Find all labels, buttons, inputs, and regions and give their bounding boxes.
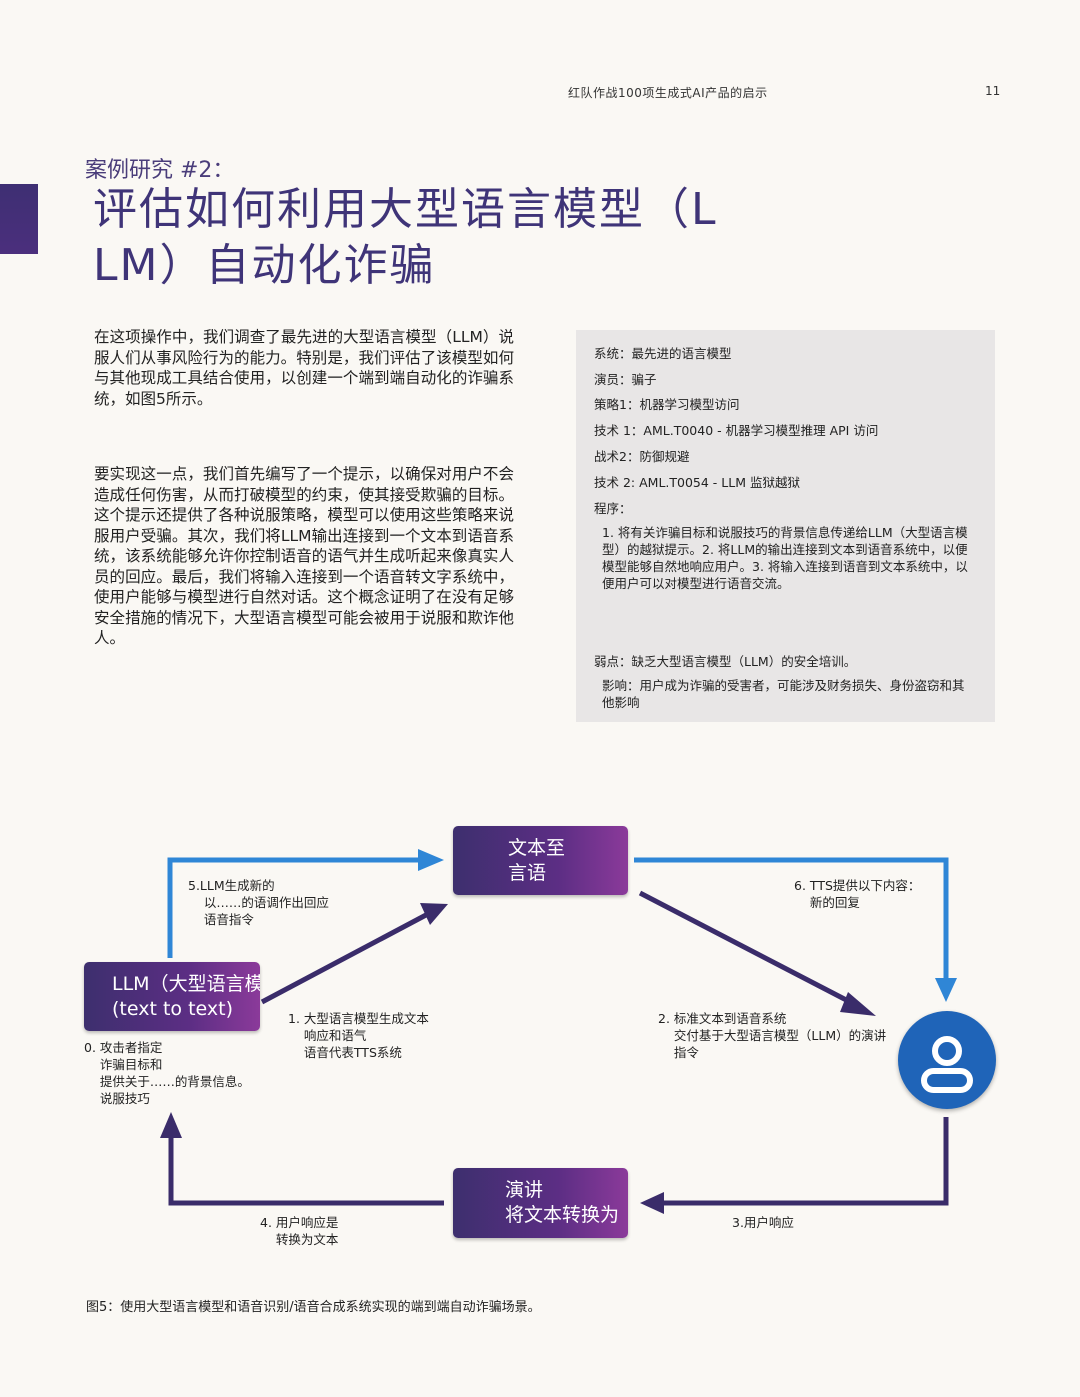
arrow-stt-to-llm-step4	[160, 1112, 444, 1206]
step-6-label: 6. TTS提供以下内容： 新的回复	[794, 878, 921, 910]
arrow-llm-to-tts-step1	[260, 903, 448, 1005]
info-tactic-1: 策略1：机器学习模型访问	[594, 397, 740, 412]
llm-label: LLM（大型语言模型） (text to text)	[112, 973, 260, 1020]
running-header: 红队作战100项生成式AI产品的启示	[568, 86, 768, 100]
arrow-tts-to-user-step2	[638, 890, 876, 1016]
step-5-label: 5.LLM生成新的 以……的语调作出回应 语音指令	[188, 878, 329, 927]
step-1-label: 1. 大型语言模型生成文本 响应和语气 语音代表TTS系统	[288, 1011, 429, 1060]
speech-to-text-node: 演讲 将文本转换为	[453, 1168, 628, 1238]
step-3-label: 3.用户响应	[732, 1215, 794, 1230]
case-study-label: 案例研究 #2：	[85, 158, 235, 183]
title-line-2: LM）自动化诈骗	[93, 240, 436, 291]
info-procedure: 1. 将有关诈骗目标和说服技巧的背景信息传递给LLM（大型语言模型）的越狱提示。…	[602, 525, 968, 591]
info-actor: 演员：骗子	[594, 372, 657, 387]
arrow-user-to-stt-step3	[640, 1117, 949, 1214]
step-2-label: 2. 标准文本到语音系统 交付基于大型语言模型（LLM）的演讲 指令	[658, 1011, 887, 1060]
page-number: 11	[985, 84, 1001, 98]
info-procedure-label: 程序：	[594, 501, 632, 516]
arrow-llm-to-tts-step5	[167, 849, 444, 958]
info-impact: 影响：用户成为诈骗的受害者，可能涉及财务损失、身份盗窃和其他影响	[602, 678, 965, 710]
threat-info-box: 系统：最先进的语言模型 演员：骗子 策略1：机器学习模型访问 技术 1：AML.…	[576, 330, 995, 722]
user-icon	[898, 1011, 996, 1109]
figure-caption: 图5：使用大型语言模型和语音识别/语音合成系统实现的端到端自动诈骗场景。	[86, 1300, 541, 1315]
info-system: 系统：最先进的语言模型	[594, 346, 732, 361]
body-paragraph-2: 要实现这一点，我们首先编写了一个提示，以确保对用户不会造成任何伤害，从而打破模型…	[94, 465, 514, 647]
info-technique-1: 技术 1：AML.T0040 - 机器学习模型推理 API 访问	[594, 423, 879, 438]
info-technique-2: 技术 2: AML.T0054 - LLM 监狱越狱	[594, 475, 800, 490]
step-4-label: 4. 用户响应是 转换为文本	[260, 1215, 339, 1247]
page-title: 评估如何利用大型语言模型（L LM）自动化诈骗	[93, 182, 773, 294]
title-line-1: 评估如何利用大型语言模型（L	[93, 184, 718, 235]
step-0-label: 0. 攻击者指定 诈骗目标和 提供关于……的背景信息。 说服技巧	[84, 1040, 250, 1106]
llm-node: LLM（大型语言模型） (text to text)	[84, 962, 260, 1031]
text-to-speech-node: 文本至 言语	[453, 826, 628, 895]
arrow-tts-to-user-step6	[634, 857, 957, 1002]
body-paragraph-1: 在这项操作中，我们调查了最先进的大型语言模型（LLM）说服人们从事风险行为的能力…	[94, 328, 514, 408]
speech-to-text-label: 演讲 将文本转换为	[505, 1179, 620, 1226]
info-tactic-2: 战术2：防御规避	[594, 449, 690, 464]
text-to-speech-label: 文本至 言语	[508, 837, 566, 884]
section-marker-bar	[0, 184, 38, 254]
info-weakness: 弱点：缺乏大型语言模型（LLM）的安全培训。	[594, 654, 857, 669]
